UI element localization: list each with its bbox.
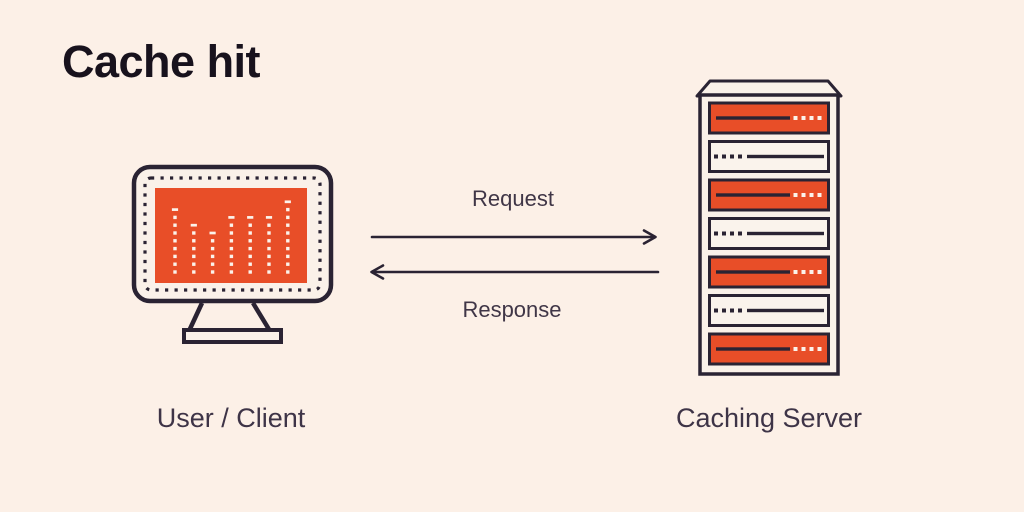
flow-arrows <box>370 229 660 280</box>
request-arrow <box>370 229 657 245</box>
server-node-label: Caching Server <box>675 403 863 433</box>
server-lid <box>695 79 843 98</box>
monitor-stand-left-leg <box>186 302 205 332</box>
server-rack-rows <box>708 101 830 366</box>
client-node-label: User / Client <box>156 403 306 433</box>
request-flow-label: Request <box>472 186 554 211</box>
monitor-screen-dots <box>171 200 291 274</box>
response-arrow <box>370 264 660 280</box>
monitor-stand-right-leg <box>251 301 272 333</box>
page-title: Cache hit <box>62 36 261 87</box>
response-flow-label: Response <box>462 297 562 322</box>
monitor-stand-base <box>182 328 283 344</box>
monitor-dotted-ring <box>143 176 322 292</box>
server-rack-icon <box>695 79 843 376</box>
monitor-screen <box>155 188 307 283</box>
monitor-icon <box>131 164 334 344</box>
